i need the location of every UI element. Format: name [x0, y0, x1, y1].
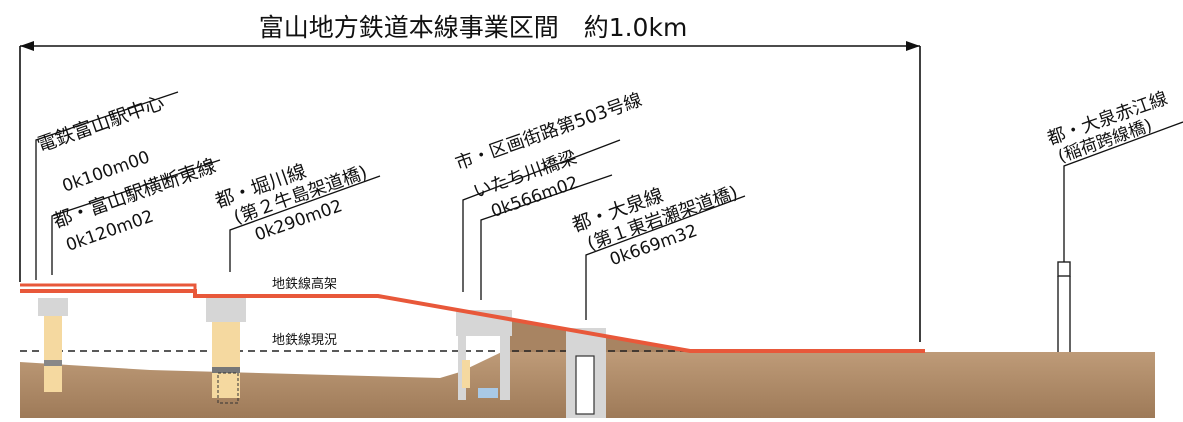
current-label: 地鉄線現況: [272, 332, 337, 348]
pier-1: [38, 298, 68, 392]
leader-lines: [35, 91, 1183, 320]
overpass-pier: [1057, 261, 1071, 352]
elevated-label: 地鉄線高架: [272, 276, 337, 292]
span-arrow-left: [20, 41, 34, 51]
pier-2: [206, 296, 246, 404]
diagram-title: 富山地方鉄道本線事業区間 約1.0km: [259, 13, 688, 42]
oizumi-underpass: [566, 328, 606, 418]
span-arrow-right: [906, 41, 920, 51]
itachi-bridge: [456, 310, 512, 400]
station-name-0: 電鉄富山駅中心: [34, 92, 167, 157]
elevated-track-station: [20, 283, 197, 291]
elevated-track: [20, 289, 925, 353]
